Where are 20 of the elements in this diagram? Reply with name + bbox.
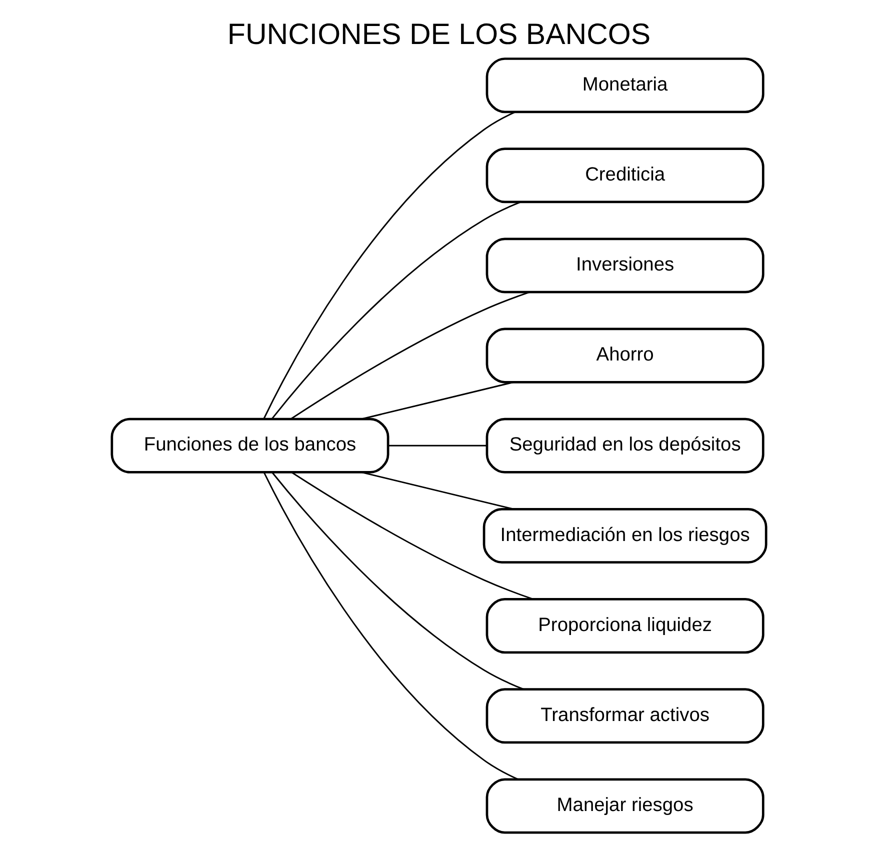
connector: [388, 444, 486, 446]
connector: [271, 472, 524, 690]
node-box: Proporciona liquidez: [485, 598, 764, 654]
connector: [360, 381, 514, 420]
node-box: Funciones de los bancos: [110, 418, 389, 474]
connector: [290, 472, 533, 600]
connector: [290, 291, 530, 420]
connector: [360, 472, 514, 510]
node-box: Intermediación en los riesgos: [482, 508, 767, 564]
diagram-title: FUNCIONES DE LOS BANCOS: [226, 18, 650, 51]
node-box: Monetaria: [485, 58, 764, 114]
node-box: Inversiones: [485, 238, 764, 294]
node-box: Transformar activos: [485, 688, 764, 744]
node-box: Manejar riesgos: [485, 778, 764, 834]
node-box: Crediticia: [485, 148, 764, 204]
node-box: Ahorro: [485, 328, 764, 384]
node-box: Seguridad en los depósitos: [485, 418, 764, 474]
connector: [270, 201, 520, 420]
connector: [262, 472, 518, 780]
connector: [262, 111, 515, 420]
